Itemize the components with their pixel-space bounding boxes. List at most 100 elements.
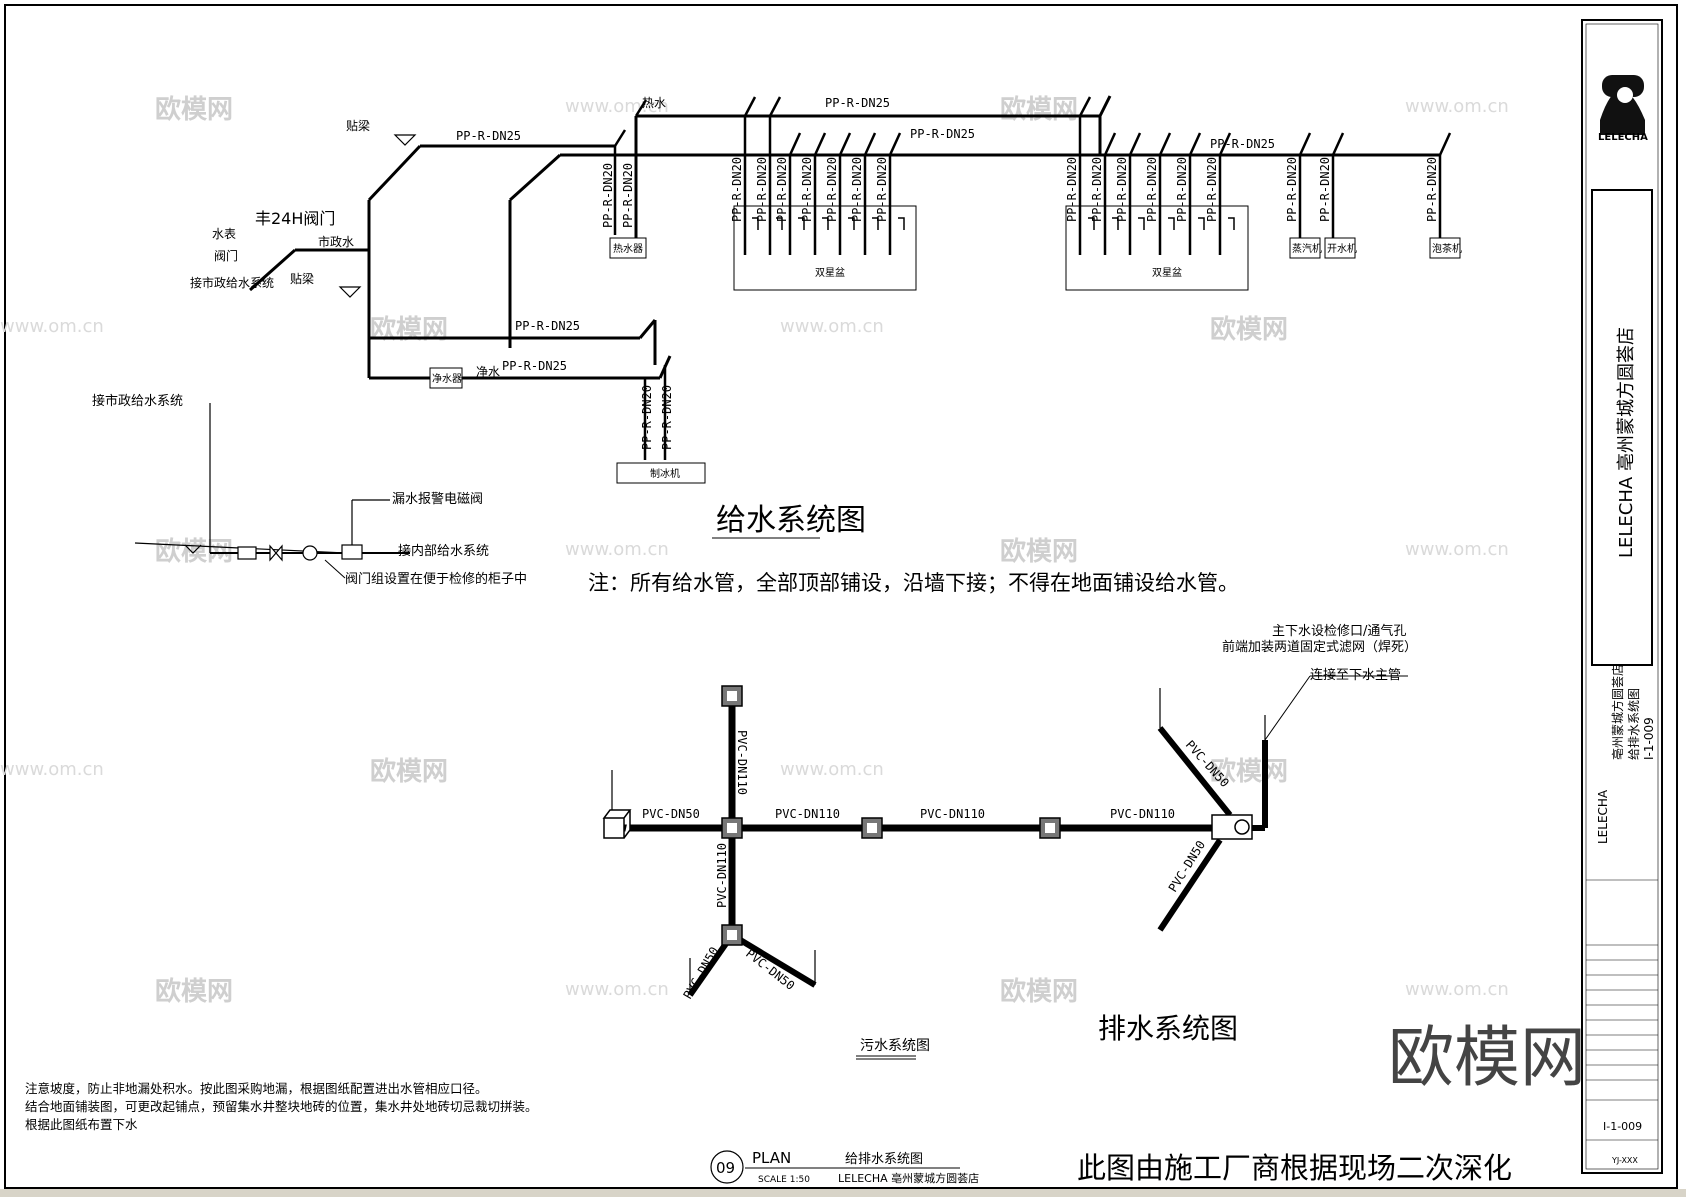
drain-subtitle: 污水系统图: [860, 1038, 930, 1054]
watermark-brand: 欧模网: [155, 94, 233, 125]
supply-note: 注：所有给水管，全部顶部铺设，沿墙下接；不得在地面铺设给水管。: [588, 571, 1239, 595]
watermark-layer: 欧模网 www.om.cn 欧模网 www.om.cn www.om.cn 欧模…: [0, 94, 1509, 1007]
connect-municipal-full-label: 接市政给水系统: [92, 393, 183, 409]
water-heater-label: 热水器: [613, 242, 643, 255]
pipe-dn20-label: PP-R-DN20: [775, 157, 789, 222]
ground-symbol-icon: [184, 544, 202, 554]
watermark-url: www.om.cn: [780, 759, 884, 780]
watermark-brand: 欧模网: [370, 756, 448, 787]
watermark-brand: 欧模网: [155, 976, 233, 1007]
water-heater-box: [609, 237, 647, 259]
beam-label-top: 贴梁: [346, 118, 370, 133]
pipe-label-branch-2: PP-R-DN25: [502, 359, 567, 373]
title-block-drawing-name: 给排水系统图: [1627, 688, 1641, 760]
title-block-drawing-no: I-1-009: [1642, 717, 1656, 760]
pipe-dn20-label: PP-R-DN20: [601, 163, 615, 228]
watermark-brand: 欧模网: [1210, 314, 1288, 345]
drain-note-line2: 前端加装两道固定式滤网（焊死）: [1222, 639, 1417, 655]
gate-valve-icon: [269, 544, 283, 562]
sink-trap-icon: [602, 809, 632, 839]
watermark-url: www.om.cn: [1405, 979, 1509, 1000]
watermark-url: www.om.cn: [565, 539, 669, 560]
beam-label-bottom: 贴梁: [290, 271, 314, 286]
title-block-logo-small: LELECHA: [1596, 789, 1610, 844]
boiler-box: [1324, 237, 1356, 259]
title-block-store: 亳州蒙城方圆荟店: [1610, 664, 1625, 760]
note-line-1: 注意坡度，防止非地漏处积水。按此图采购地漏，根据图纸配置进出水管相应口径。: [25, 1081, 488, 1096]
watermark-brand: 欧模网: [370, 314, 448, 345]
boiler-label: 开水机: [1327, 242, 1357, 255]
drain-label: PVC-DN50: [680, 944, 721, 1001]
pipe-dn20-label: PP-R-DN20: [1115, 157, 1129, 222]
double-sink-label-1: 双星盆: [815, 266, 845, 279]
drain-title: 排水系统图: [1098, 1012, 1238, 1045]
steamer-label: 蒸汽机: [1292, 242, 1322, 255]
pipe-label-main: PP-R-DN25: [456, 129, 521, 143]
double-sink-label-2: 双星盆: [1152, 266, 1182, 279]
watermark-brand: 欧模网: [1000, 976, 1078, 1007]
plan-type: PLAN: [752, 1149, 791, 1167]
equipment-boxes: [429, 237, 1461, 484]
connect-municipal-label: 接市政给水系统: [190, 275, 274, 290]
ice-machine-label: 制冰机: [650, 467, 680, 480]
valve-symbols: [184, 134, 417, 562]
purifier-label: 净水器: [432, 372, 462, 385]
pipe-dn20-label: PP-R-DN20: [800, 157, 814, 222]
watermark-url: www.om.cn: [565, 979, 669, 1000]
drain-label: PVC-DN110: [735, 730, 749, 795]
pipe-dn20-label: PP-R-DN20: [755, 157, 769, 222]
pipe-label-branch-1: PP-R-DN25: [515, 319, 580, 333]
pipe-dn20-label: PP-R-DN20: [850, 157, 864, 222]
plan-name: 给排水系统图: [845, 1152, 923, 1167]
watermark-url: www.om.cn: [0, 316, 104, 337]
pipe-dn20-label: PP-R-DN20: [1285, 157, 1299, 222]
watermark-url: www.om.cn: [780, 316, 884, 337]
pipe-dn20-label: PP-R-DN20: [1175, 157, 1189, 222]
pipe-dn20-label: PP-R-DN20: [1425, 157, 1439, 222]
drain-label: PVC-DN50: [642, 807, 700, 821]
lelecha-logo-icon: [1600, 75, 1645, 135]
supply-title: 给水系统图: [716, 503, 866, 538]
pipe-dn20-label: PP-R-DN20: [1318, 157, 1332, 222]
drain-label: PVC-DN110: [920, 807, 985, 821]
watermark-brand: 欧模网: [1210, 756, 1288, 787]
bottom-band: [0, 1189, 1686, 1197]
pipe-dn20-label: PP-R-DN20: [660, 385, 674, 450]
plan-label: 09 PLAN SCALE 1:50 给排水系统图 LELECHA 亳州蒙城方圆…: [710, 1149, 979, 1185]
water-meter-label: 水表: [212, 227, 236, 241]
pipe-dn20-label: PP-R-DN20: [730, 157, 744, 222]
supply-pipework: [134, 95, 1452, 579]
tea-machine-label: 泡茶机: [1432, 242, 1462, 255]
tea-machine-box: [1429, 237, 1461, 259]
note-line-2: 结合地面铺装图，可更改起铺点，预留集水井整块地砖的位置，集水井处地砖切忌裁切拼装…: [25, 1099, 538, 1114]
watermark-url: www.om.cn: [1405, 539, 1509, 560]
watermark-url: www.om.cn: [1405, 96, 1509, 117]
watermark-brand: 欧模网: [1000, 536, 1078, 567]
purifier-box: [429, 367, 463, 389]
pipe-dn20-label: PP-R-DN20: [1145, 157, 1159, 222]
title-block-project-no: YJ-XXX: [1611, 1156, 1638, 1165]
pipe-dn20-label: PP-R-DN20: [825, 157, 839, 222]
hot-water-label: 热水: [642, 96, 666, 110]
ice-machine-box: [616, 462, 706, 484]
pipe-dn20-label: PP-R-DN20: [875, 157, 889, 222]
filter-icon: [237, 546, 257, 560]
faucet-icons: [752, 217, 1235, 230]
pipe-dn20-label: PP-R-DN20: [1205, 157, 1219, 222]
drain-note-line1: 主下水设检修口/通气孔: [1272, 623, 1406, 639]
sheet-border: [4, 4, 1678, 1189]
drain-label: PVC-DN110: [1110, 807, 1175, 821]
pipe-label-hot: PP-R-DN25: [825, 96, 890, 110]
valve-24h-label: 丰24H阀门: [255, 209, 335, 228]
watermark-url: www.om.cn: [565, 96, 669, 117]
title-block-logo: LELECHA: [1598, 132, 1648, 143]
title-block: LELECHA LELECHA 亳州蒙城方圆荟店 LELECHA 亳州蒙城方圆荟…: [1581, 19, 1663, 1174]
drain-label: PVC-DN110: [715, 843, 729, 908]
solenoid-valve-icon: [341, 544, 363, 560]
double-sink-box-2: [1065, 205, 1249, 291]
leak-valve-label: 漏水报警电磁阀: [392, 491, 483, 507]
pipe-label-right: PP-R-DN25: [1210, 137, 1275, 151]
connect-main-label: 连接至下水主管: [1310, 667, 1401, 683]
